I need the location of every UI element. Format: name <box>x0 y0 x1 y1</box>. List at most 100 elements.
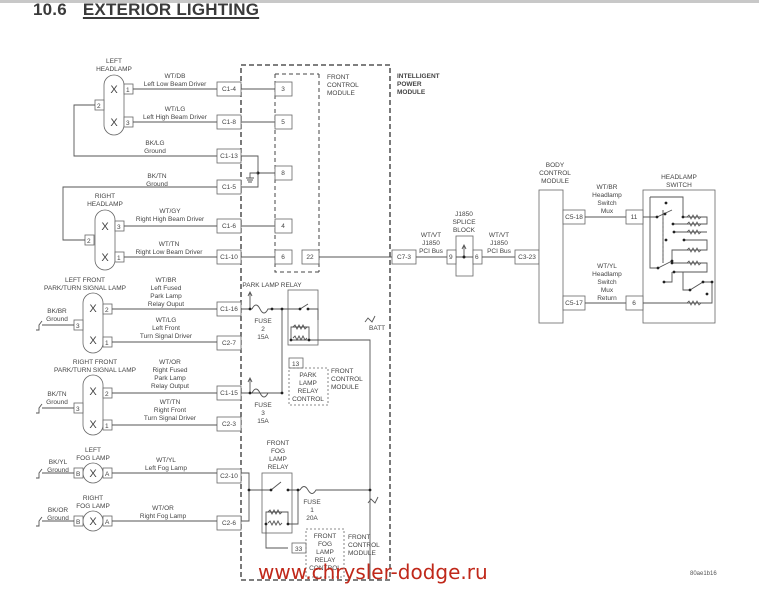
junction-dot <box>269 488 273 492</box>
wire <box>265 490 299 549</box>
watermark: www.chrysler-dodge.ru <box>258 560 488 584</box>
bulb-icon: X <box>101 221 109 233</box>
bulb-icon: X <box>89 386 97 398</box>
pin-label: 13 <box>292 361 300 368</box>
junction-dot <box>264 522 268 526</box>
junction-dot <box>280 307 284 311</box>
right-fog-lamp: RIGHT FOG LAMP X B A BK/OR Ground <box>36 495 113 532</box>
fcm-label-line: CONTROL <box>327 82 359 89</box>
diagram-label: RELAY <box>315 557 336 564</box>
diagram-label: 2 <box>261 326 265 333</box>
connector-box <box>274 114 293 130</box>
diagram-label: 11 <box>631 214 638 221</box>
wire <box>655 201 714 296</box>
park-lamp-relay-control <box>288 367 329 406</box>
diagram-label: FRONT <box>267 440 289 447</box>
left-fog-lamp: LEFT FOG LAMP X B A BK/YL Ground <box>36 447 113 484</box>
ground-icon <box>246 172 258 183</box>
wire-label: WT/BR Left Fused Park Lamp Relay Ouput W… <box>140 277 193 340</box>
diagram-label: Ground <box>146 181 168 188</box>
diagram-label: BK/TN <box>147 173 166 180</box>
connector-box <box>274 81 293 97</box>
bulb-icon: X <box>89 468 97 480</box>
connector-box <box>216 335 242 351</box>
diagram-label: RIGHT FRONT <box>73 359 117 366</box>
diagram-label: BODY <box>546 162 565 169</box>
diagram-label: Switch <box>597 200 617 207</box>
component-label: HEADLAMP <box>96 66 132 73</box>
diagram-label: 2 <box>105 307 109 314</box>
park-relay-control-label: PARK LAMP RELAY CONTROL FRONT CONTROL MO… <box>292 368 363 403</box>
diagram-label: FRONT <box>331 368 353 375</box>
diagram-label: RIGHT <box>95 193 115 200</box>
body-control-module: BODY CONTROL MODULE C5-18 C5-17 <box>538 162 586 324</box>
diagram-label: WT/TN <box>159 241 180 248</box>
diagram-label: RIGHT <box>83 495 103 502</box>
diagram-label: 2 <box>87 238 91 245</box>
diagram-label: B <box>76 471 80 478</box>
top-rule <box>0 0 759 3</box>
diagram-label: FOG <box>318 541 332 548</box>
junction-dot <box>670 261 674 265</box>
diagram-label: CONTROL <box>331 376 363 383</box>
ipm-label-line: INTELLIGENT <box>397 73 440 80</box>
diagram-label: Ground <box>46 316 68 323</box>
wire <box>686 247 702 253</box>
connector-label: C1-15 <box>220 390 238 397</box>
diagram-label: 20A <box>306 515 318 522</box>
junction-dot <box>681 215 685 219</box>
diagram-label: FUSE <box>303 499 321 506</box>
diagram-label: WT/GY <box>159 208 181 215</box>
connector-label: C1-8 <box>222 119 236 126</box>
junction-dot <box>701 280 705 284</box>
diagram-label: 15A <box>257 334 269 341</box>
diagram-label: Park Lamp <box>150 293 182 300</box>
diagram-label: Mux <box>601 208 614 215</box>
wire <box>248 307 311 395</box>
connector-box <box>216 416 242 432</box>
diagram-label: Left Fused <box>151 285 182 292</box>
connector-box <box>216 515 242 531</box>
section-number: 10.6 <box>33 0 67 19</box>
connector-label: C1-4 <box>222 86 236 93</box>
diagram-label: PCI Bus <box>487 248 512 255</box>
batt-label: BATT <box>369 325 385 332</box>
junction-dot <box>286 522 290 526</box>
diagram-label: J1850 <box>490 240 508 247</box>
junction-dot <box>705 292 709 296</box>
headlamp-switch: HEADLAMP SWITCH 11 6 <box>625 174 716 324</box>
diagram-label: 4 <box>281 223 285 230</box>
wire <box>686 300 702 306</box>
junction-dot <box>710 280 714 284</box>
diagram-label: FUSE <box>254 318 272 325</box>
diagram-label: WT/OR <box>152 505 174 512</box>
diagram-label: A <box>105 471 110 478</box>
diagram-label: FOG LAMP <box>76 503 110 510</box>
diagram-label: Park Lamp <box>154 375 186 382</box>
ground-icon <box>36 403 74 414</box>
connector-label: C2-3 <box>222 421 236 428</box>
park-lamp-relay-label: PARK LAMP RELAY <box>242 282 302 289</box>
bulb-icon: X <box>89 419 97 431</box>
fog-relay-control <box>305 528 345 578</box>
diagram-label: C5-18 <box>565 214 583 221</box>
junction-dot <box>462 255 466 259</box>
junction-dot <box>671 222 675 226</box>
diagram-label: CONTROL <box>292 396 324 403</box>
wire-label: WT/GY Right High Beam Driver WT/TN Right… <box>136 208 205 256</box>
diagram-label: WT/BR <box>156 277 177 284</box>
junction-dot <box>670 259 674 263</box>
diagram-label: WT/BR <box>597 184 618 191</box>
diagram-label: Right Fog Lamp <box>140 513 187 520</box>
fog-relay-control-label: FRONT FOG LAMP RELAY CONTROL FRONT CONTR… <box>309 533 380 572</box>
junction-dot <box>248 307 252 311</box>
junction-dot <box>307 338 311 342</box>
junction-dot <box>663 212 667 216</box>
wire <box>247 488 372 526</box>
diagram-label: BK/YL <box>49 459 68 466</box>
junction-dot <box>286 488 290 492</box>
bulb-icon: X <box>101 252 109 264</box>
connector-label: C2-6 <box>222 520 236 527</box>
diagram-label: Ground <box>46 399 68 406</box>
diagram-label: Left High Beam Driver <box>143 114 208 121</box>
